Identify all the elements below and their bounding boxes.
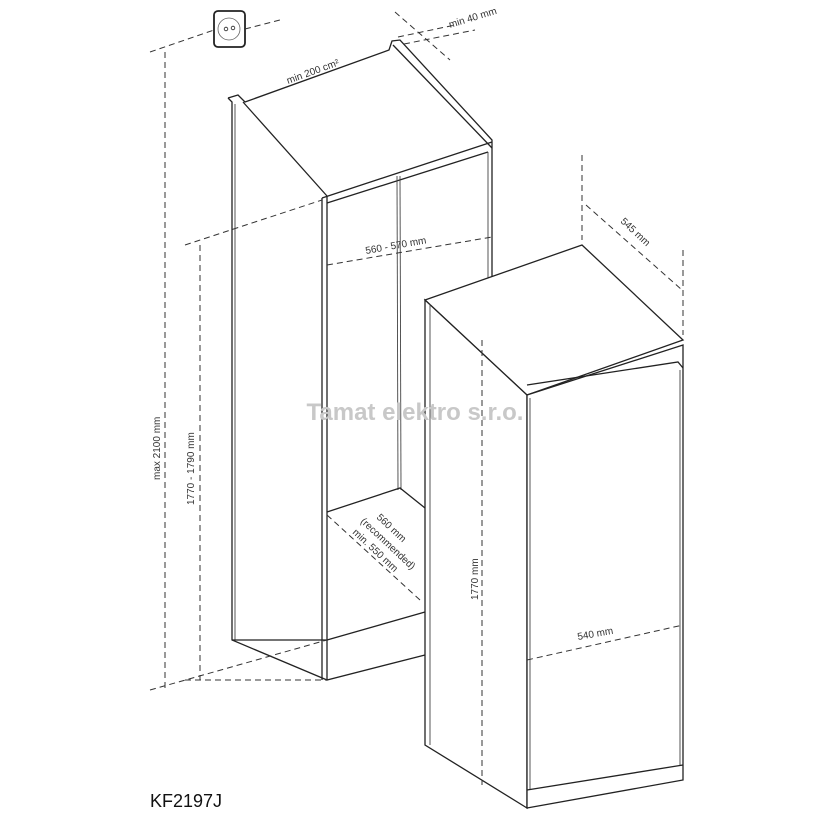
- label-niche-height: 1770 - 1790 mm: [186, 432, 197, 505]
- label-ventilation: min 200 cm²: [285, 57, 341, 86]
- dimension-lines: [149, 11, 684, 785]
- model-number: KF2197J: [150, 791, 222, 811]
- label-socket-gap: min 40 mm: [448, 6, 499, 31]
- fridge-appliance: [423, 244, 685, 810]
- label-appliance-height: 1770 mm: [470, 558, 481, 600]
- label-niche-width: 560 - 570 mm: [365, 235, 428, 257]
- watermark: Tamat elektro s.r.o.: [307, 399, 524, 426]
- label-max-height: max 2100 mm: [152, 417, 163, 480]
- label-appliance-depth: 545 mm: [618, 216, 652, 249]
- power-socket-icon: [213, 10, 246, 48]
